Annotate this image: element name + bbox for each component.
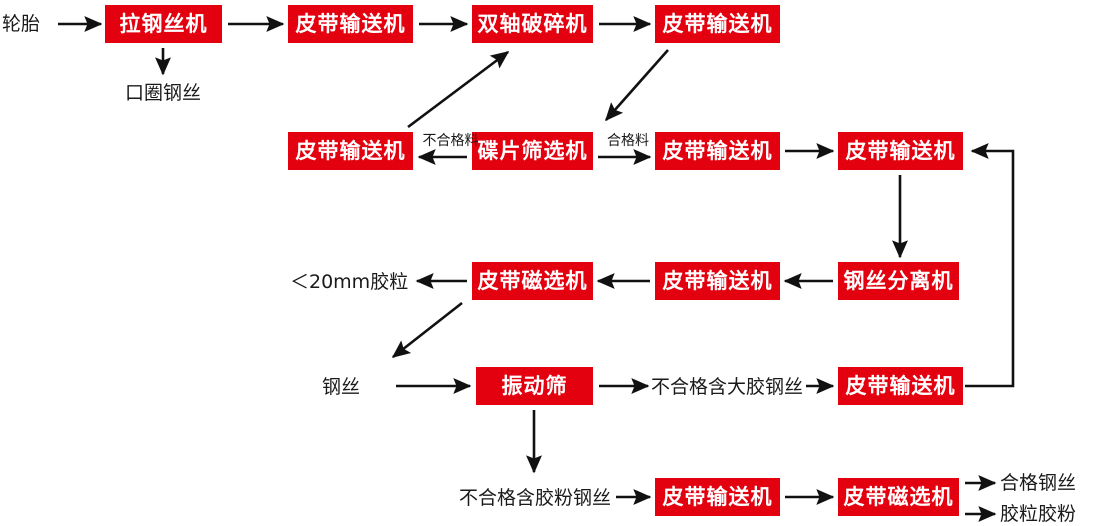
connector-belt2-to-discscreen [605,49,669,122]
label-tire: 轮胎 [2,12,41,35]
connector-magneticbelt-to-steelwire [391,301,463,359]
label-rubber-granule-powder: 胶粒胶粉 [1000,502,1077,525]
node-wire-drawing-machine[interactable]: 拉钢丝机 [105,5,222,43]
label-unqualified-big-rubber-wire: 不合格含大胶钢丝 [650,375,803,398]
node-belt-conveyor-7[interactable]: 皮带输送机 [655,478,780,516]
label-qualified-steel-wire: 合格钢丝 [1000,471,1077,494]
connector-feedback-loop [965,142,1015,388]
node-magnetic-belt-separator-1[interactable]: 皮带磁选机 [472,262,593,300]
label-granule-under-20mm: ＜20mm胶粒 [290,270,409,293]
label-steel-wire: 钢丝 [322,375,361,398]
label-unqualified-material: 不合格料 [422,133,479,149]
label-unqualified-powder-wire: 不合格含胶粉钢丝 [458,486,611,509]
label-qualified-material: 合格料 [607,133,649,149]
node-vibrating-screen[interactable]: 振动筛 [476,367,593,405]
node-belt-conveyor-5[interactable]: 皮带输送机 [655,262,780,300]
node-twin-shaft-shredder[interactable]: 双轴破碎机 [472,5,593,43]
node-belt-conveyor-3[interactable]: 皮带输送机 [655,132,780,170]
node-steel-wire-separator[interactable]: 钢丝分离机 [838,262,959,300]
node-belt-conveyor-6[interactable]: 皮带输送机 [838,367,963,405]
connector-belt-reject-to-shredder [407,50,510,129]
node-belt-conveyor-1[interactable]: 皮带输送机 [288,5,413,43]
node-belt-conveyor-4[interactable]: 皮带输送机 [838,132,963,170]
node-disc-screening-machine[interactable]: 碟片筛选机 [472,132,593,170]
node-belt-conveyor-reject[interactable]: 皮带输送机 [288,132,413,170]
node-magnetic-belt-separator-2[interactable]: 皮带磁选机 [838,478,959,516]
node-belt-conveyor-2[interactable]: 皮带输送机 [655,5,780,43]
label-bead-wire: 口圈钢丝 [124,81,201,104]
